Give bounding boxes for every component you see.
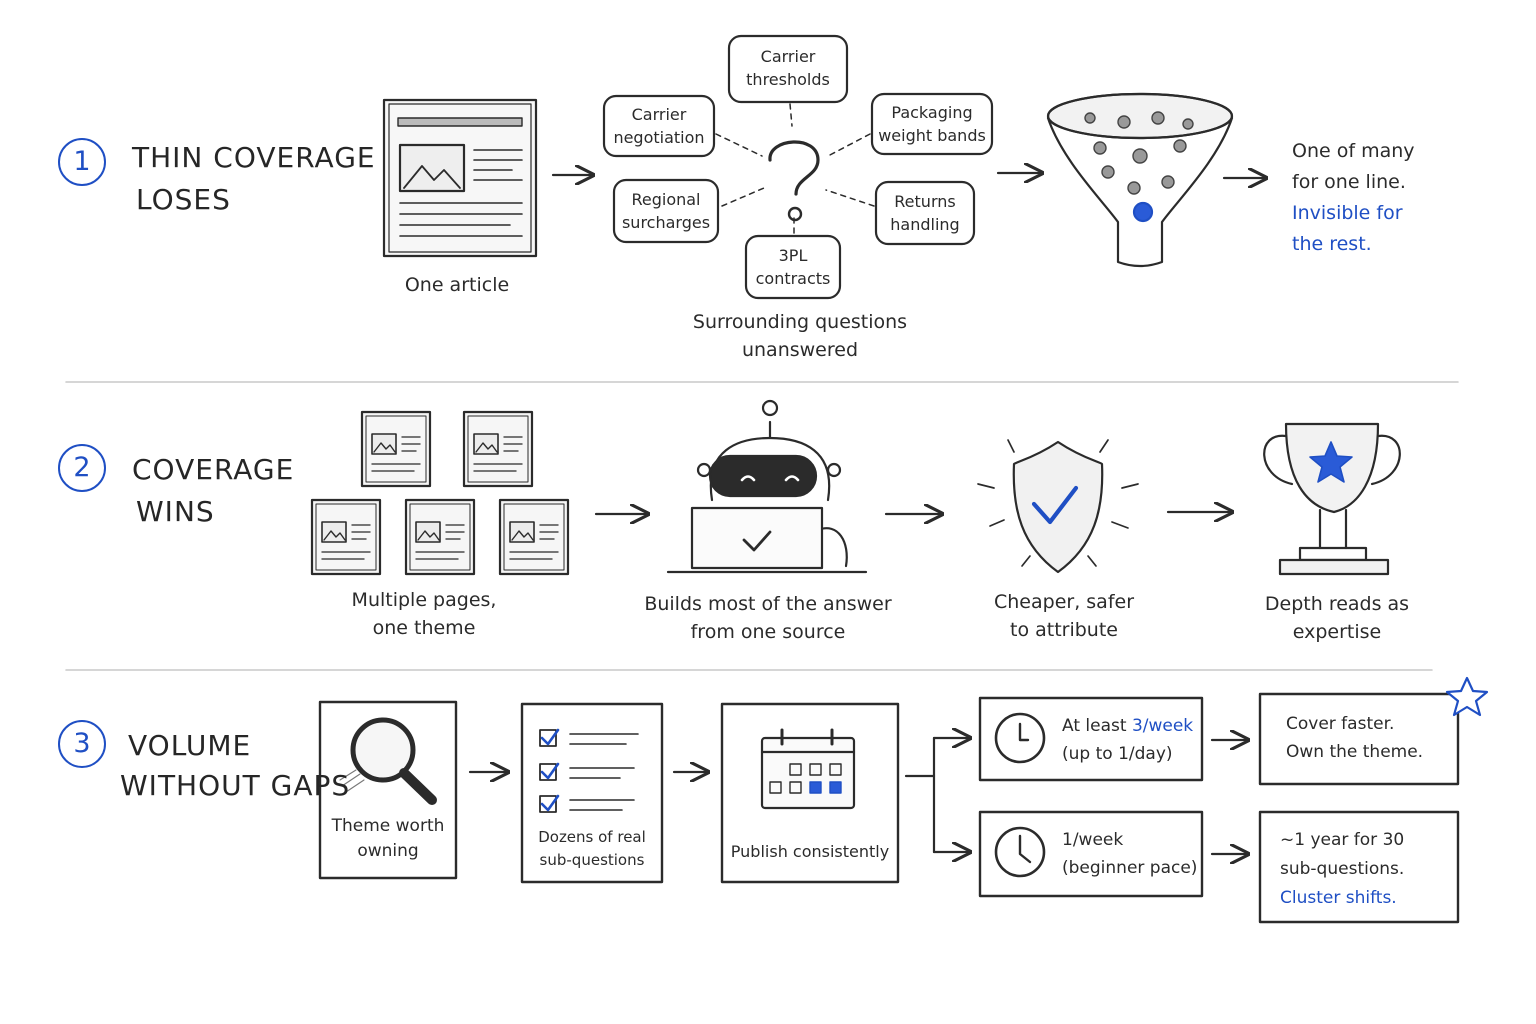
section-title-3-line2: WITHOUT GAPS: [120, 769, 351, 802]
step-caption-publish: Publish consistently: [730, 842, 890, 861]
question-mark-icon: [768, 140, 820, 222]
clock-icon: [994, 826, 1046, 878]
section-title-2-line2: WINS: [136, 495, 215, 528]
article-icon: [382, 98, 538, 258]
page-thumbnail: [404, 498, 476, 576]
article-caption: One article: [404, 274, 510, 296]
page-thumbnail: [360, 410, 432, 488]
clock-icon: [994, 712, 1046, 764]
robot-laptop-icon: [666, 399, 868, 574]
question-bubble-negotiation: [602, 94, 716, 158]
section-title-1-line1: THIN COVERAGE: [132, 141, 376, 174]
magnifier-icon: [339, 717, 437, 805]
funnel-icon: [1046, 92, 1234, 268]
question-returns: Returns handling: [890, 192, 960, 234]
step-box-theme: [318, 700, 458, 880]
branch-connector: [904, 738, 970, 852]
step-caption-pages: Multiple pages, one theme: [351, 589, 497, 639]
questions-caption: Surrounding questions unanswered: [692, 311, 908, 361]
step-caption-robot: Builds most of the answer from one sourc…: [644, 593, 892, 643]
question-thresholds: Carrier thresholds: [746, 47, 830, 89]
question-regional: Regional surcharges: [621, 190, 711, 232]
section-number-2: 2: [58, 444, 106, 492]
calendar-icon: [760, 728, 856, 810]
question-bubble-thresholds: [727, 34, 849, 104]
outcome-box-slow: [1258, 810, 1460, 924]
question-bubble-returns: [874, 180, 976, 246]
question-3pl: 3PL contracts: [755, 246, 831, 288]
outcome-text-slow: ~1 year for 30 sub-questions. Cluster sh…: [1280, 830, 1405, 908]
pace-text-fast: At least 3/week (up to 1/day): [1062, 716, 1194, 764]
step-box-publish: [720, 702, 900, 884]
star-icon: [1445, 676, 1489, 717]
step-caption-theme: Theme worth owning: [331, 816, 445, 861]
pace-text-slow: 1/week (beginner pace): [1062, 830, 1198, 878]
step-caption-subquestions: Dozens of real sub-questions: [538, 828, 646, 869]
question-negotiation: Carrier negotiation: [613, 105, 705, 147]
trophy-icon: [1263, 422, 1401, 576]
pages-stack-icon: [310, 410, 570, 576]
step-box-subquestions: [520, 702, 664, 884]
question-connector-lines: [715, 103, 875, 235]
step-caption-trophy: Depth reads as expertise: [1264, 593, 1410, 643]
step-caption-shield: Cheaper, safer to attribute: [993, 591, 1135, 641]
question-packaging: Packaging weight bands: [878, 103, 986, 145]
question-bubble-regional: [612, 178, 720, 244]
page-thumbnail: [310, 498, 382, 576]
question-bubble-packaging: [870, 92, 994, 156]
result-text: One of many for one line. Invisible for …: [1292, 140, 1415, 255]
section-title-1-line2: LOSES: [136, 183, 231, 216]
page-thumbnail: [498, 498, 570, 576]
pace-box-fast: [978, 696, 1204, 782]
section-title-2-line1: COVERAGE: [132, 453, 295, 486]
section-title-3-line1: VOLUME: [128, 729, 252, 762]
outcome-box-fast: [1258, 692, 1460, 786]
section-number-3: 3: [58, 720, 106, 768]
page-thumbnail: [462, 410, 534, 488]
shield-check-icon: [977, 439, 1139, 574]
question-bubble-3pl: [744, 234, 842, 300]
checklist-icon: [539, 728, 639, 813]
outcome-text-fast: Cover faster. Own the theme.: [1286, 714, 1424, 762]
pace-box-slow: [978, 810, 1204, 898]
section-number-1: 1: [58, 138, 106, 186]
